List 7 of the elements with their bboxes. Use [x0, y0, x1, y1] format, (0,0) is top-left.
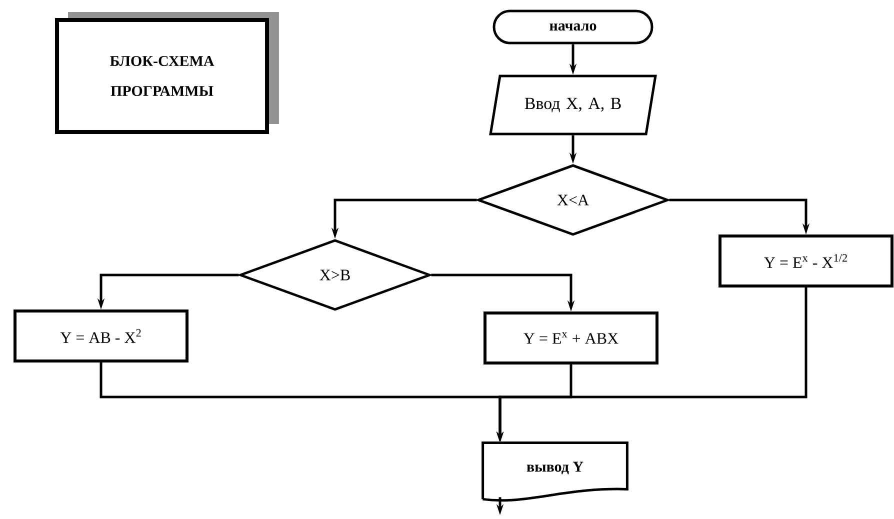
process-box: Y = E$^{x}$ - X$^{1/2}$ — [718, 234, 894, 288]
title-box: БЛОК-СХЕМА ПРОГРАММЫ — [55, 12, 279, 134]
process-box: Y = E$^{x}$ + ABX — [484, 312, 658, 364]
input-parallelogram: Ввод X, A, B — [489, 74, 657, 136]
start-terminal: начало — [492, 10, 654, 44]
process-box: Y = AB - X$^{2}$ — [14, 310, 188, 362]
output-document: вывод Y — [482, 442, 628, 502]
